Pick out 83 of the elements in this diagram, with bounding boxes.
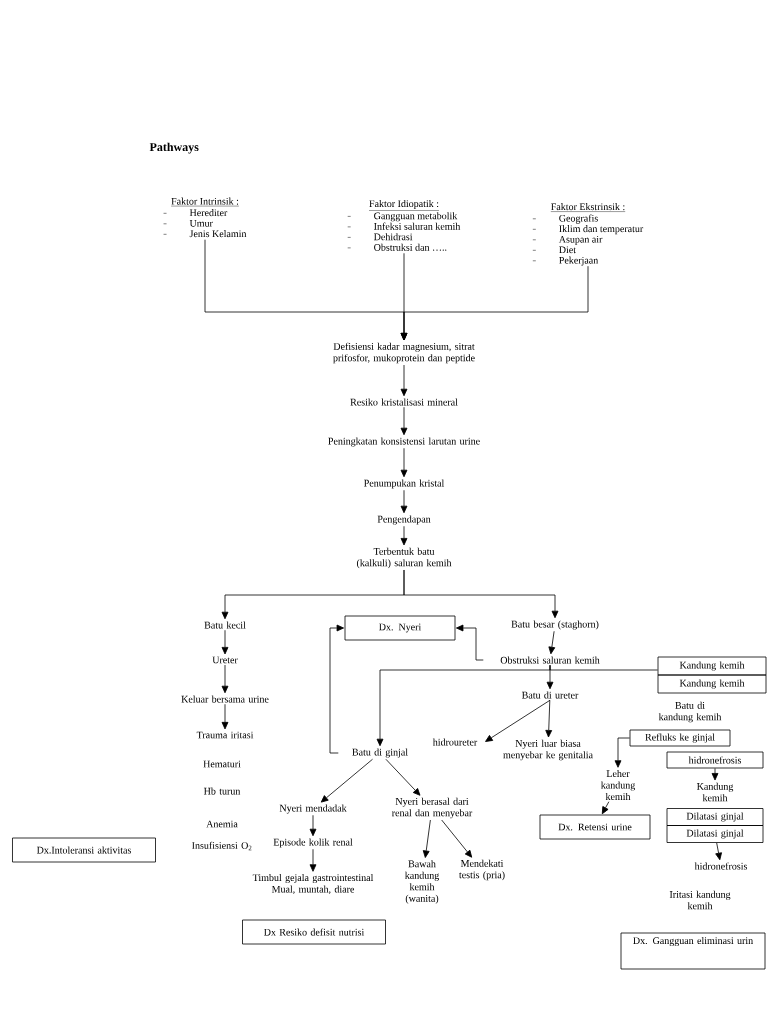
- arrow: [385, 758, 421, 796]
- list-item: Iklim dan temperatur: [532, 225, 644, 235]
- arrow: [485, 699, 551, 742]
- arrow: [400, 406, 408, 436]
- diagnosis-box: Dx Resiko defisit nutrisi: [242, 919, 386, 945]
- list-heading: Faktor Intrinsik :: [170, 197, 240, 207]
- list-heading: Faktor Idiopatik :: [368, 200, 440, 211]
- flow-text: hidroureter: [432, 738, 478, 746]
- diagnosis-box: Dx.Intoleransi aktivitas: [12, 837, 156, 863]
- flow-text: Batu di ginjal: [352, 748, 408, 758]
- flow-text: Batu kecil: [204, 621, 246, 629]
- flow-text: Batu di kandung kemih: [658, 701, 722, 723]
- flow-text: Nyeri mendadak: [279, 804, 347, 814]
- flow-text: Keluar bersama urine: [181, 695, 269, 703]
- flow-text: Resiko kristalisasi mineral: [350, 398, 458, 406]
- title: Pathways: [149, 142, 199, 154]
- flow-text: Nyeri luar biasa menyebar ke genitalia: [503, 739, 593, 761]
- arrow: [221, 664, 229, 694]
- diagnosis-box: Dx. Retensi urine: [539, 814, 651, 840]
- flow-text: Iritasi kandung kemih: [669, 890, 731, 910]
- arrow: [545, 699, 553, 738]
- arrow: [309, 814, 317, 837]
- list-item: Asupan air: [532, 235, 603, 245]
- flow-text: hidronefrosis: [694, 862, 748, 870]
- list-item: Obstruksi dan …..: [347, 243, 447, 251]
- flow-text: Episode kolik renal: [273, 838, 353, 848]
- arrow: [711, 768, 719, 781]
- flow-text: Nyeri berasal dari renal dan menyebar: [391, 797, 473, 819]
- flow-text: Batu besar (staghorn): [511, 620, 599, 630]
- list-item: Pekerjaan: [532, 256, 599, 266]
- label-box: Dilatasi ginjal: [666, 825, 764, 843]
- list-item: Herediter: [163, 209, 228, 217]
- arrow: [422, 819, 431, 858]
- flow-text: Mendekati testis (pria): [459, 859, 505, 881]
- label-box: Dilatasi ginjal: [666, 808, 764, 826]
- arrow: [309, 848, 317, 872]
- arrow: [456, 624, 484, 661]
- arrow: [601, 801, 610, 815]
- arrow: [320, 758, 373, 803]
- arrow: [221, 703, 229, 730]
- flow-text: Obstruksi saluran kemih: [500, 656, 600, 664]
- flow-text: Hematuri: [203, 760, 241, 768]
- flow-text: Insufisiensi O$_{2}$: [192, 841, 252, 851]
- arrow: [221, 629, 229, 655]
- diagnosis-box: Dx. Nyeri: [344, 615, 456, 641]
- arrow: [400, 489, 408, 514]
- flow-text: Anemia: [206, 820, 238, 828]
- arrow: [715, 842, 722, 861]
- label-box: hidronefrosis: [666, 751, 764, 769]
- arrow: [400, 447, 408, 478]
- list-item: Jenis Kelamin: [163, 230, 247, 238]
- list-item: Gangguan metabolik: [347, 212, 458, 222]
- flow-text: Defisiensi kadar magnesium, sitrat prifosfor, mukoprotein dan peptide: [333, 342, 475, 364]
- flow-text: Terbentuk batu (kalkuli) saluran kemih: [356, 547, 452, 569]
- flow-text: Trauma iritasi: [196, 731, 254, 739]
- list-item: Geografis: [532, 214, 598, 224]
- arrow: [548, 630, 556, 655]
- list-item: Infeksi saluran kemih: [347, 222, 461, 230]
- arrow: [329, 624, 344, 754]
- flow-text: Kandung kemih: [696, 782, 734, 802]
- arrow: [400, 265, 589, 341]
- arrow: [403, 569, 559, 619]
- label-box: Refluks ke ginjal: [629, 729, 731, 747]
- arrow: [400, 364, 408, 397]
- flow-text: Peningkatan konsistensi larutan urine: [328, 437, 480, 447]
- flow-text: Hb turun: [203, 787, 241, 795]
- flow-text: Timbul gejala gastrointestinal Mual, muntah, diare: [252, 874, 374, 894]
- label-box: Kandung kemih: [657, 656, 767, 676]
- list-item: Umur: [163, 220, 213, 227]
- flow-text: Bawah kandung kemih (wanita): [404, 860, 440, 904]
- list-heading: Faktor Ekstrinsik :: [550, 203, 626, 212]
- list-item: Diet: [532, 246, 576, 254]
- arrow: [614, 737, 630, 768]
- arrow: [400, 525, 408, 546]
- flow-text: Leher kandung kemih: [601, 770, 636, 800]
- arrow: [441, 819, 473, 858]
- flow-text: Ureter: [212, 656, 238, 664]
- label-box: Kandung kemih: [657, 674, 767, 694]
- flow-text: Batu di ureter: [521, 691, 579, 699]
- list-item: Dehidrasi: [347, 233, 413, 241]
- flow-text: Pengendapan: [377, 515, 431, 525]
- diagnosis-box: Dx. Gangguan eliminasi urin: [620, 932, 766, 970]
- flow-text: Penumpukan kristal: [364, 479, 445, 489]
